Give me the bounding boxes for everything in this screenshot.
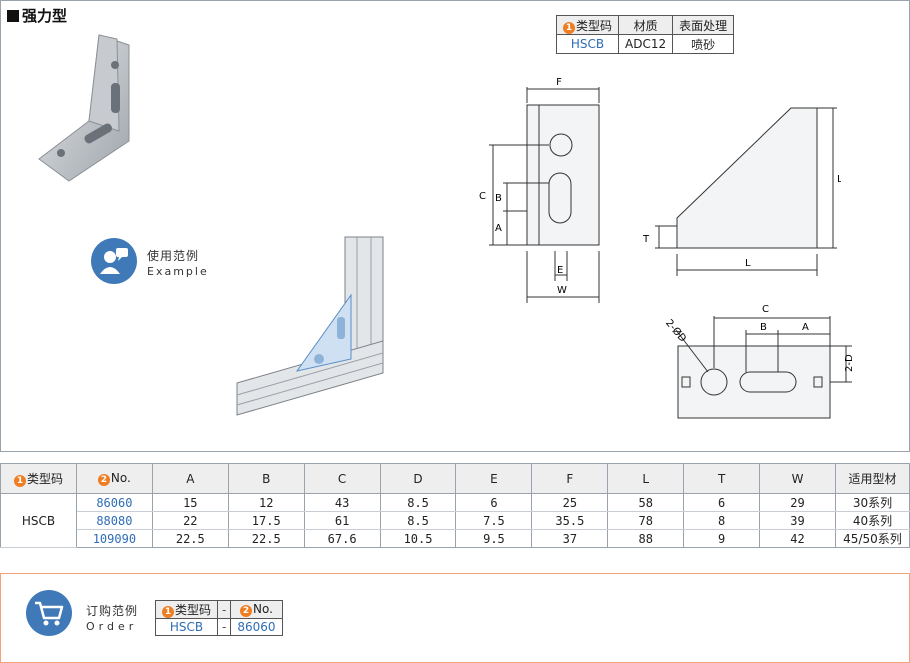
cart-icon: [26, 590, 72, 636]
spec-cell: 86060: [75, 493, 153, 512]
spec-cell: 88: [607, 529, 685, 548]
spec-cell: 15: [151, 493, 229, 512]
material-header-material: 材质: [618, 15, 674, 35]
table-row: HSCB 86060 15 12 43 8.5 6 25 58 6 29 30系…: [0, 493, 910, 548]
spec-cell: 7.5: [455, 511, 533, 530]
dim-label-l-vertical: L: [837, 174, 841, 185]
spec-cell: 37: [531, 529, 609, 548]
spec-cell: 40系列: [834, 511, 910, 530]
spec-header-a: A: [151, 463, 229, 494]
order-example-en: Order: [86, 620, 138, 633]
order-no: 86060: [230, 618, 283, 636]
usage-example-cn: 使用范例: [147, 249, 200, 263]
page-title: 强力型: [7, 5, 67, 26]
order-header-dash: -: [217, 600, 232, 619]
spec-type-code: HSCB: [0, 493, 77, 548]
spec-cell: 6: [455, 493, 533, 512]
spec-header-t: T: [683, 463, 761, 494]
dim-label-f: F: [556, 77, 562, 88]
spec-cell: 25: [531, 493, 609, 512]
dim-label-2d: 2-D: [844, 354, 855, 372]
material-header-finish: 表面处理: [672, 15, 735, 35]
dim-label-l: L: [745, 258, 751, 269]
spec-cell: 8: [683, 511, 761, 530]
dim-label-b-top: B: [760, 322, 767, 333]
spec-cell: 30系列: [834, 493, 910, 512]
spec-cell: 78: [607, 511, 685, 530]
spec-cell: 58: [607, 493, 685, 512]
table-row: 109090 22.5 22.5 67.6 10.5 9.5 37 88 9 4…: [1, 529, 910, 548]
spec-cell: 45/50系列: [834, 529, 910, 548]
order-example-cn: 订购范例: [86, 604, 139, 618]
order-type-code: HSCB: [154, 618, 219, 636]
spec-header-e: E: [455, 463, 533, 494]
spec-cell: 22.5: [151, 529, 229, 548]
product-photo: [38, 34, 130, 182]
spec-header-b: B: [227, 463, 305, 494]
dim-label-t: T: [642, 234, 650, 245]
spec-cell: 43: [303, 493, 381, 512]
spec-cell: 88080: [75, 511, 153, 530]
spec-header-c: C: [303, 463, 381, 494]
spec-cell: 22.5: [227, 529, 305, 548]
spec-cell: 9: [683, 529, 761, 548]
spec-cell: 22: [151, 511, 229, 530]
usage-example-en: Example: [147, 265, 209, 278]
spec-cell: 10.5: [379, 529, 457, 548]
spec-cell: 42: [759, 529, 836, 548]
spec-cell: 8.5: [379, 493, 457, 512]
dim-label-b: B: [495, 193, 502, 204]
spec-header-d: D: [379, 463, 457, 494]
spec-header-f: F: [531, 463, 609, 494]
spec-header-l: L: [607, 463, 685, 494]
order-dash: -: [217, 618, 232, 636]
spec-header-w: W: [759, 463, 836, 494]
spec-cell: 61: [303, 511, 381, 530]
side-view-drawing: L L T: [642, 107, 841, 276]
spec-cell: 29: [759, 493, 836, 512]
spec-header-fit: 适用型材: [834, 463, 910, 494]
spec-cell: 35.5: [531, 511, 609, 530]
spec-cell: 67.6: [303, 529, 381, 548]
spec-cell: 109090: [75, 529, 153, 548]
dim-label-c: C: [479, 191, 486, 202]
spec-cell: 17.5: [227, 511, 305, 530]
finish-value: 喷砂: [672, 34, 735, 54]
spec-cell: 8.5: [379, 511, 457, 530]
spec-cell: 6: [683, 493, 761, 512]
front-view-drawing: F C B A E W: [479, 77, 600, 303]
top-view-drawing: C B A 2-ØD 2-D: [663, 304, 855, 419]
user-icon: [91, 238, 137, 284]
dim-label-a: A: [495, 223, 502, 234]
spec-cell: 9.5: [455, 529, 533, 548]
dim-label-a-top: A: [802, 322, 809, 333]
usage-illustration: [236, 236, 384, 416]
material-value: ADC12: [618, 34, 674, 54]
spec-cell: 39: [759, 511, 836, 530]
table-row: 88080 22 17.5 61 8.5 7.5 35.5 78 8 39 40…: [1, 511, 910, 530]
dim-label-2phid: 2-ØD: [663, 317, 689, 345]
material-type-code: HSCB: [555, 34, 620, 54]
dim-label-w: W: [557, 285, 567, 296]
dim-label-e: E: [557, 265, 563, 276]
dim-label-c-top: C: [762, 304, 769, 315]
spec-cell: 12: [227, 493, 305, 512]
